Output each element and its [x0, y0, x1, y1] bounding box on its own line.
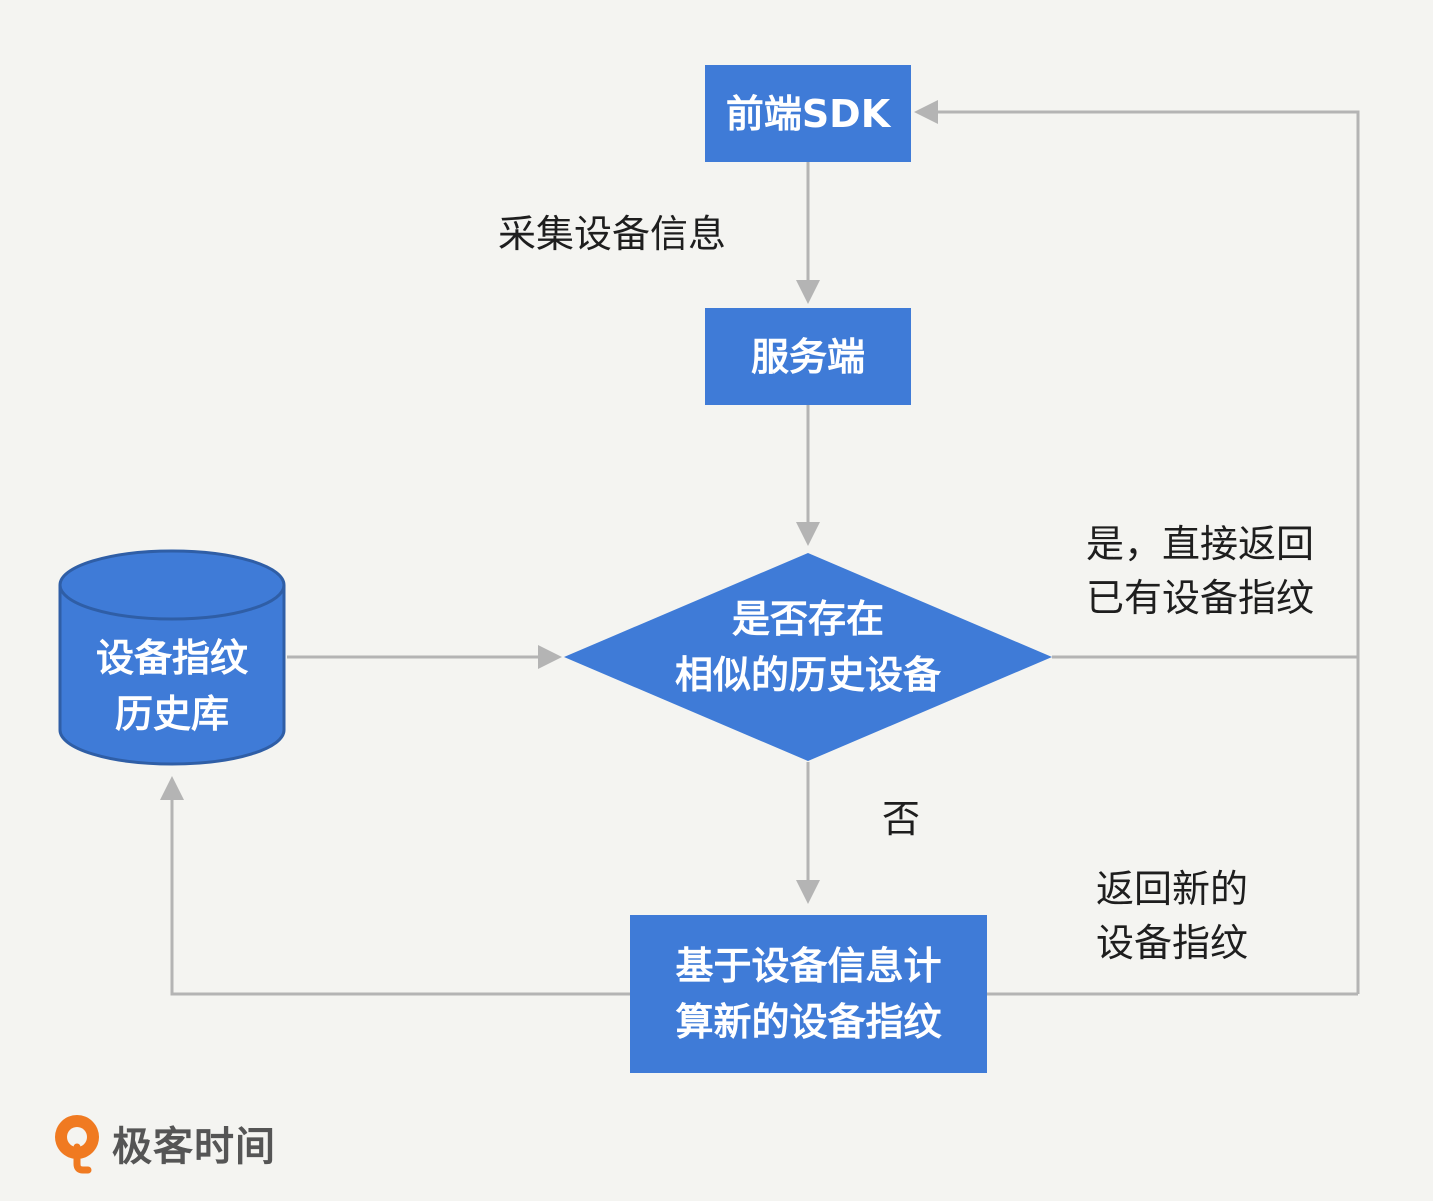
brand-logo: 极客时间: [50, 1112, 276, 1174]
arrow-server-to-decision: [796, 522, 820, 546]
node-server-label: 服务端: [750, 334, 865, 379]
edge-label-collect: 采集设备信息: [498, 212, 727, 256]
edge-return-to-sdk: [937, 110, 1360, 994]
node-frontend-sdk: 前端SDK: [705, 65, 911, 162]
node-compute: 基于设备信息计 算新的设备指纹: [630, 915, 987, 1073]
geektime-logo-icon: [55, 1115, 99, 1174]
node-frontend-sdk-label: 前端SDK: [725, 91, 891, 136]
node-decision-label: 是否存在 相似的历史设备: [674, 597, 941, 697]
arrow-compute-to-db: [160, 776, 184, 800]
edge-label-no: 否: [882, 797, 921, 841]
edge-compute-to-db: [170, 800, 630, 996]
arrow-db-to-decision: [538, 645, 562, 669]
arrow-sdk-to-server: [796, 280, 820, 304]
history-db-cylinder: [58, 549, 286, 766]
arrow-return-to-sdk: [914, 100, 938, 124]
edge-label-yes-return: 是，直接返回 已有设备指纹: [1086, 522, 1315, 620]
node-compute-label: 基于设备信息计 算新的设备指纹: [675, 944, 942, 1044]
node-server: 服务端: [705, 308, 911, 405]
decision-diamond: [564, 553, 1052, 761]
edge-label-return-new: 返回新的 设备指纹: [1096, 867, 1249, 965]
arrow-decision-to-compute: [796, 880, 820, 904]
brand-name: 极客时间: [112, 1124, 276, 1170]
node-history-db-label: 设备指纹 历史库: [95, 636, 248, 736]
